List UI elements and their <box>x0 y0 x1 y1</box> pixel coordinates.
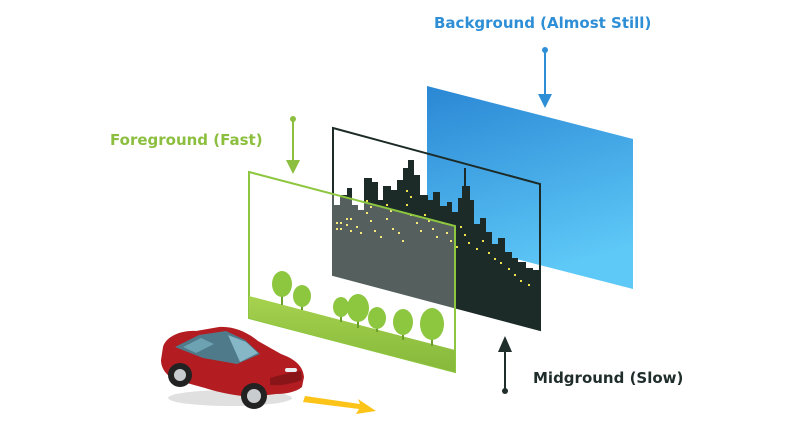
background-arrow <box>538 47 552 108</box>
foreground-label: Foreground (Fast) <box>110 131 263 149</box>
foreground-layer <box>248 170 456 374</box>
background-label: Background (Almost Still) <box>434 14 652 32</box>
trees <box>272 271 444 346</box>
grass-strip <box>249 296 455 372</box>
red-car <box>161 326 304 409</box>
foreground-arrow <box>286 116 300 174</box>
midground-arrow <box>498 336 512 394</box>
midground-layer <box>332 126 541 332</box>
midground-label: Midground (Slow) <box>533 369 684 387</box>
city-windows <box>336 190 530 286</box>
city-skyline <box>333 160 540 330</box>
motion-arrow <box>303 396 376 414</box>
